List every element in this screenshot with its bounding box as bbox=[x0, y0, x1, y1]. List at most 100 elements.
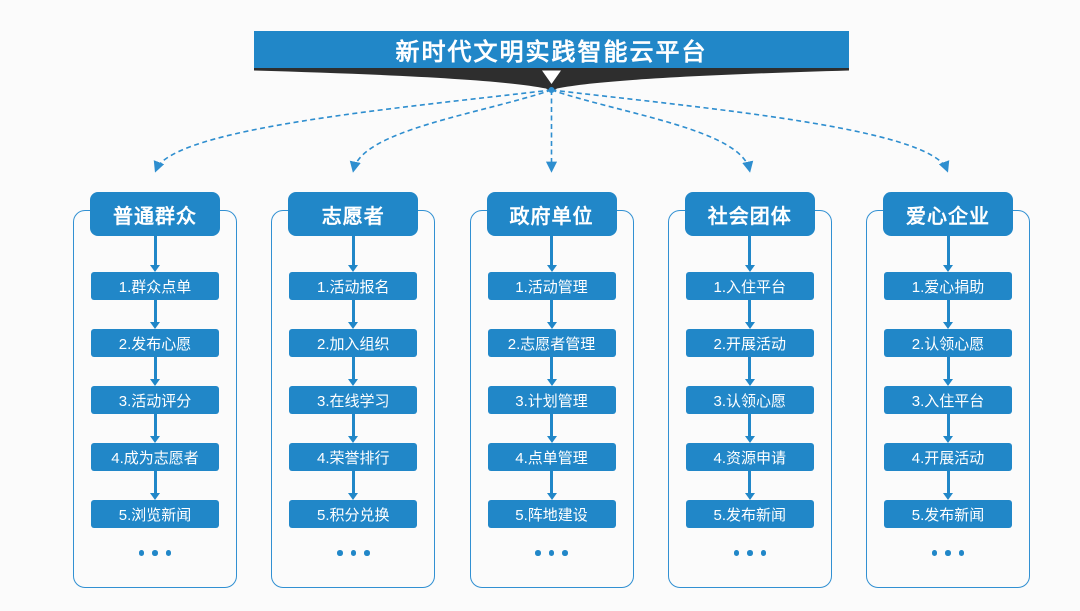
arrow-shaft bbox=[946, 236, 950, 265]
column-header: 社会团体 bbox=[684, 192, 815, 236]
ellipsis-dot bbox=[535, 550, 541, 556]
arrow-shaft bbox=[550, 414, 553, 436]
ellipsis-dot bbox=[548, 550, 555, 556]
dashed-connector-col1 bbox=[153, 89, 552, 173]
arrow-shaft bbox=[748, 414, 752, 436]
more-indicator bbox=[138, 550, 172, 556]
down-flow-arrow-icon bbox=[546, 414, 557, 443]
arrow-shaft bbox=[550, 236, 553, 265]
down-flow-arrow-icon bbox=[943, 300, 953, 329]
down-flow-arrow-icon bbox=[150, 414, 160, 443]
down-flow-arrow-icon bbox=[546, 300, 557, 329]
arrow-head bbox=[943, 436, 953, 443]
arrow-head bbox=[150, 493, 160, 500]
arrow-shaft bbox=[153, 236, 157, 265]
down-flow-arrow-icon bbox=[546, 357, 557, 386]
down-flow-arrow-icon bbox=[744, 236, 755, 272]
ellipsis-dot bbox=[562, 550, 568, 556]
flow-step: 3.计划管理 bbox=[487, 386, 616, 414]
down-flow-arrow-icon bbox=[943, 357, 953, 386]
flow-step: 3.认领心愿 bbox=[685, 386, 814, 414]
flow-step: 2.志愿者管理 bbox=[487, 329, 616, 357]
arrow-shaft bbox=[946, 471, 950, 493]
more-indicator bbox=[535, 550, 568, 556]
arrow-shaft bbox=[748, 357, 752, 379]
down-flow-arrow-icon bbox=[348, 236, 359, 272]
flow-step: 4.点单管理 bbox=[487, 443, 616, 471]
flow-step: 2.发布心愿 bbox=[91, 329, 219, 357]
down-flow-arrow-icon bbox=[943, 236, 953, 272]
down-flow-arrow-icon bbox=[150, 300, 160, 329]
arrow-shaft bbox=[351, 357, 355, 379]
arrow-head bbox=[348, 436, 359, 443]
arrow-shaft bbox=[946, 414, 950, 436]
flow-step: 5.阵地建设 bbox=[487, 500, 616, 528]
column-header: 普通群众 bbox=[90, 192, 220, 236]
ellipsis-dot bbox=[152, 550, 158, 556]
title-ribbon bbox=[254, 68, 849, 92]
dashed-connector-col2 bbox=[349, 89, 552, 173]
flow-step: 4.资源申请 bbox=[685, 443, 814, 471]
down-flow-arrow-icon bbox=[348, 471, 359, 500]
arrow-shaft bbox=[351, 414, 355, 436]
flow-step: 3.活动评分 bbox=[91, 386, 219, 414]
arrow-shaft bbox=[153, 471, 157, 493]
flow-step: 1.活动报名 bbox=[289, 272, 418, 300]
arrow-shaft bbox=[946, 300, 950, 322]
down-flow-arrow-icon bbox=[348, 414, 359, 443]
arrow-shaft bbox=[550, 471, 553, 493]
arrow-head bbox=[943, 265, 953, 272]
arrow-shaft bbox=[351, 236, 355, 265]
arrow-head bbox=[943, 493, 953, 500]
down-flow-arrow-icon bbox=[150, 471, 160, 500]
arrow-shaft bbox=[550, 300, 553, 322]
flow-step: 4.成为志愿者 bbox=[91, 443, 219, 471]
arrow-shaft bbox=[748, 471, 752, 493]
arrow-head bbox=[546, 436, 557, 443]
platform-title-banner: 新时代文明实践智能云平台 bbox=[254, 31, 849, 68]
ellipsis-dot bbox=[760, 550, 766, 556]
flow-step: 4.开展活动 bbox=[884, 443, 1012, 471]
flow-step: 3.入住平台 bbox=[884, 386, 1012, 414]
flow-step: 1.爱心捐助 bbox=[884, 272, 1012, 300]
down-flow-arrow-icon bbox=[943, 471, 953, 500]
ellipsis-dot bbox=[733, 550, 739, 556]
dashed-connector-col5 bbox=[551, 89, 950, 173]
down-flow-arrow-icon bbox=[546, 471, 557, 500]
flow-step: 1.入住平台 bbox=[685, 272, 814, 300]
arrow-head bbox=[744, 379, 755, 386]
flow-column: 政府单位 1.活动管理 2.志愿者管理 3.计划管理 4.点单管理 5.阵地建设 bbox=[469, 192, 634, 588]
down-flow-arrow-icon bbox=[546, 236, 557, 272]
column-header: 政府单位 bbox=[486, 192, 617, 236]
ellipsis-dot bbox=[931, 550, 938, 556]
flow-step: 2.加入组织 bbox=[289, 329, 418, 357]
arrow-head bbox=[943, 379, 953, 386]
arrow-head bbox=[546, 493, 557, 500]
arrow-shaft bbox=[748, 236, 752, 265]
column-header: 爱心企业 bbox=[883, 192, 1013, 236]
arrow-head bbox=[150, 322, 160, 329]
down-flow-arrow-icon bbox=[744, 300, 755, 329]
flow-step: 5.浏览新闻 bbox=[91, 500, 219, 528]
more-indicator bbox=[337, 550, 370, 556]
down-flow-arrow-icon bbox=[150, 236, 160, 272]
arrow-head bbox=[150, 265, 160, 272]
ellipsis-dot bbox=[350, 550, 356, 556]
flow-step: 1.活动管理 bbox=[487, 272, 616, 300]
ellipsis-dot bbox=[747, 550, 753, 556]
arrow-shaft bbox=[153, 414, 157, 436]
arrow-head bbox=[150, 436, 160, 443]
more-indicator bbox=[931, 550, 965, 556]
ellipsis-dot bbox=[958, 550, 965, 556]
arrow-shaft bbox=[550, 357, 553, 379]
arrow-head bbox=[744, 322, 755, 329]
flow-step: 3.在线学习 bbox=[289, 386, 418, 414]
arrow-shaft bbox=[946, 357, 950, 379]
flow-step: 5.发布新闻 bbox=[685, 500, 814, 528]
down-arrow-icon bbox=[542, 70, 561, 84]
flow-column: 普通群众 1.群众点单 2.发布心愿 3.活动评分 4.成为志愿者 5.浏览新闻 bbox=[73, 192, 237, 588]
flow-step: 1.群众点单 bbox=[91, 272, 219, 300]
